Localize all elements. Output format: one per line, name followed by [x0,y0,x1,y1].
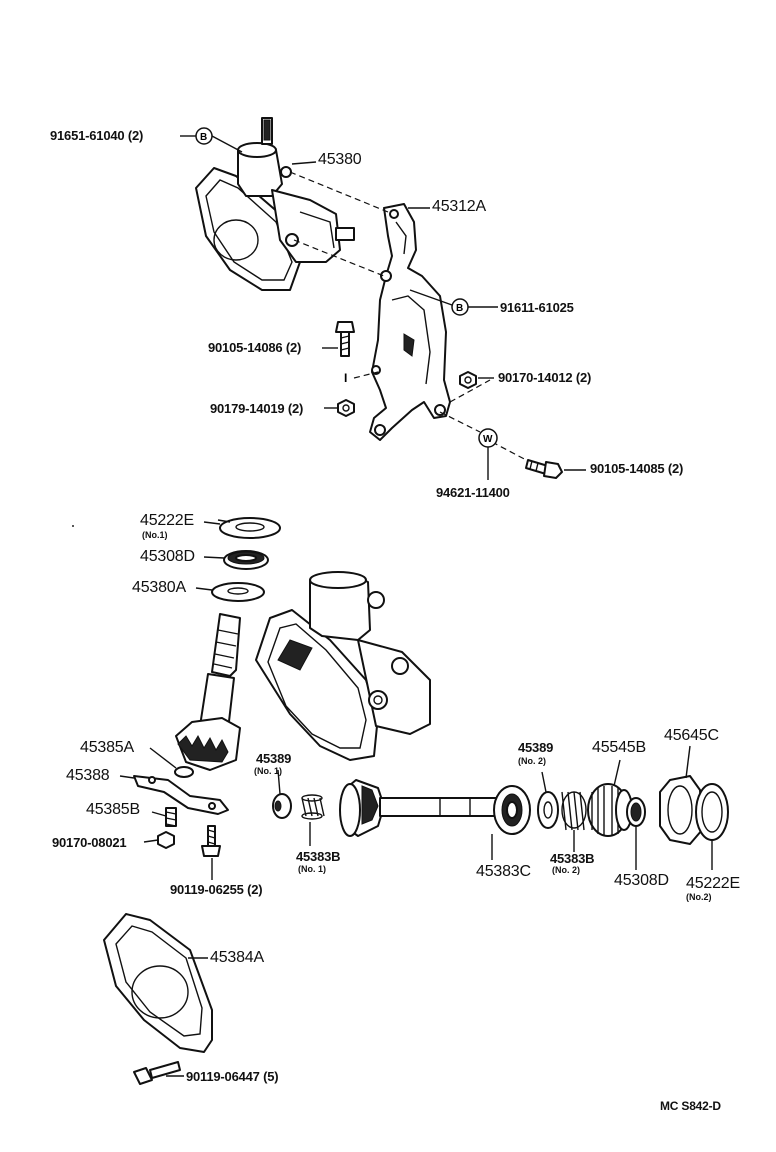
side-cover-45384A [103,913,213,1053]
label-45645C: 45645C [664,727,719,744]
label-91651-61040: 91651-61040 (2) [50,128,144,143]
label-90119-06447: 90119-06447 (5) [186,1069,279,1084]
bolt-90105-14086 [335,321,355,357]
label-90105-14086: 90105-14086 (2) [208,340,302,355]
locknut-45645C [659,775,703,845]
label-90105-14085: 90105-14085 (2) [590,461,684,476]
label-94621-11400: 94621-11400 [436,485,510,500]
label-45312A: 45312A [432,198,486,215]
shim-45385A [174,766,194,778]
label-45308D-no2: 45308D [614,872,669,889]
pinion-shaft [175,613,241,771]
bearing-45308D-no2 [626,797,646,827]
label-45384A: 45384A [210,949,264,966]
seal-45222E-no1 [219,517,281,539]
marker-b-right: B [451,298,469,316]
marker-b-top-text: B [200,132,207,143]
label-45383B-no1-sub: (No. 1) [298,864,326,874]
bearing-45308D-no1 [223,550,269,570]
label-45389-no1-sub: (No. 1) [254,766,282,776]
marker-i: I [344,371,347,385]
gear-housing-upper [195,117,355,291]
plug-45389-no1 [272,793,292,819]
gear-housing-lower [255,571,431,761]
worm-shaft-45383C [339,779,531,837]
marker-w-text: W [483,434,493,445]
label-45222E-no1-sub: (No.1) [142,530,168,540]
label-45388: 45388 [66,767,110,784]
spring-45383B-no2 [561,791,587,831]
bolt-90119-06255 [201,825,221,857]
spring-45383B-no1 [301,794,325,820]
nut-90170-14012 [459,371,477,389]
nut-90170-08021 [157,831,175,849]
label-45383B-no2: 45383B [550,851,595,866]
figure-code: MC S842-D [660,1099,721,1113]
label-45385B: 45385B [86,801,140,818]
washer-45380A [211,582,265,602]
label-45222E-no2-sub: (No.2) [686,892,712,902]
bolt-90105-14085 [525,459,563,479]
label-91611-61025: 91611-61025 [500,300,574,315]
marker-b-top: B [195,127,213,145]
washer-94621: W [478,428,498,448]
bracket-45312A [369,203,451,441]
label-45385A: 45385A [80,739,134,756]
label-90170-08021: 90170-08021 [52,835,127,850]
label-45389-no2-sub: (No. 2) [518,756,546,766]
label-45308D-no1: 45308D [140,548,195,565]
marker-b-right-text: B [456,303,463,314]
label-90179-14019: 90179-14019 (2) [210,401,304,416]
seal-45222E-no2 [695,783,729,841]
adjuster-plate-45388 [133,775,229,815]
label-45545B: 45545B [592,739,646,756]
bolt-90119-06447 [133,1061,181,1085]
adjusting-screw-45545B [587,783,633,837]
label-45383C: 45383C [476,863,531,880]
label-90170-14012: 90170-14012 (2) [498,370,592,385]
label-45389-no2: 45389 [518,740,554,755]
label-45383B-no1: 45383B [296,849,341,864]
label-90119-06255: 90119-06255 (2) [170,882,263,897]
spring-45385B [165,807,177,827]
label-45222E-no2: 45222E [686,875,740,892]
washer-45389-no2 [537,791,559,829]
label-45380A: 45380A [132,579,186,596]
nut-90179 [337,399,355,417]
label-45222E-no1: 45222E [140,512,194,529]
label-45383B-no2-sub: (No. 2) [552,865,580,875]
label-45389-no1: 45389 [256,751,292,766]
label-45380: 45380 [318,151,362,168]
